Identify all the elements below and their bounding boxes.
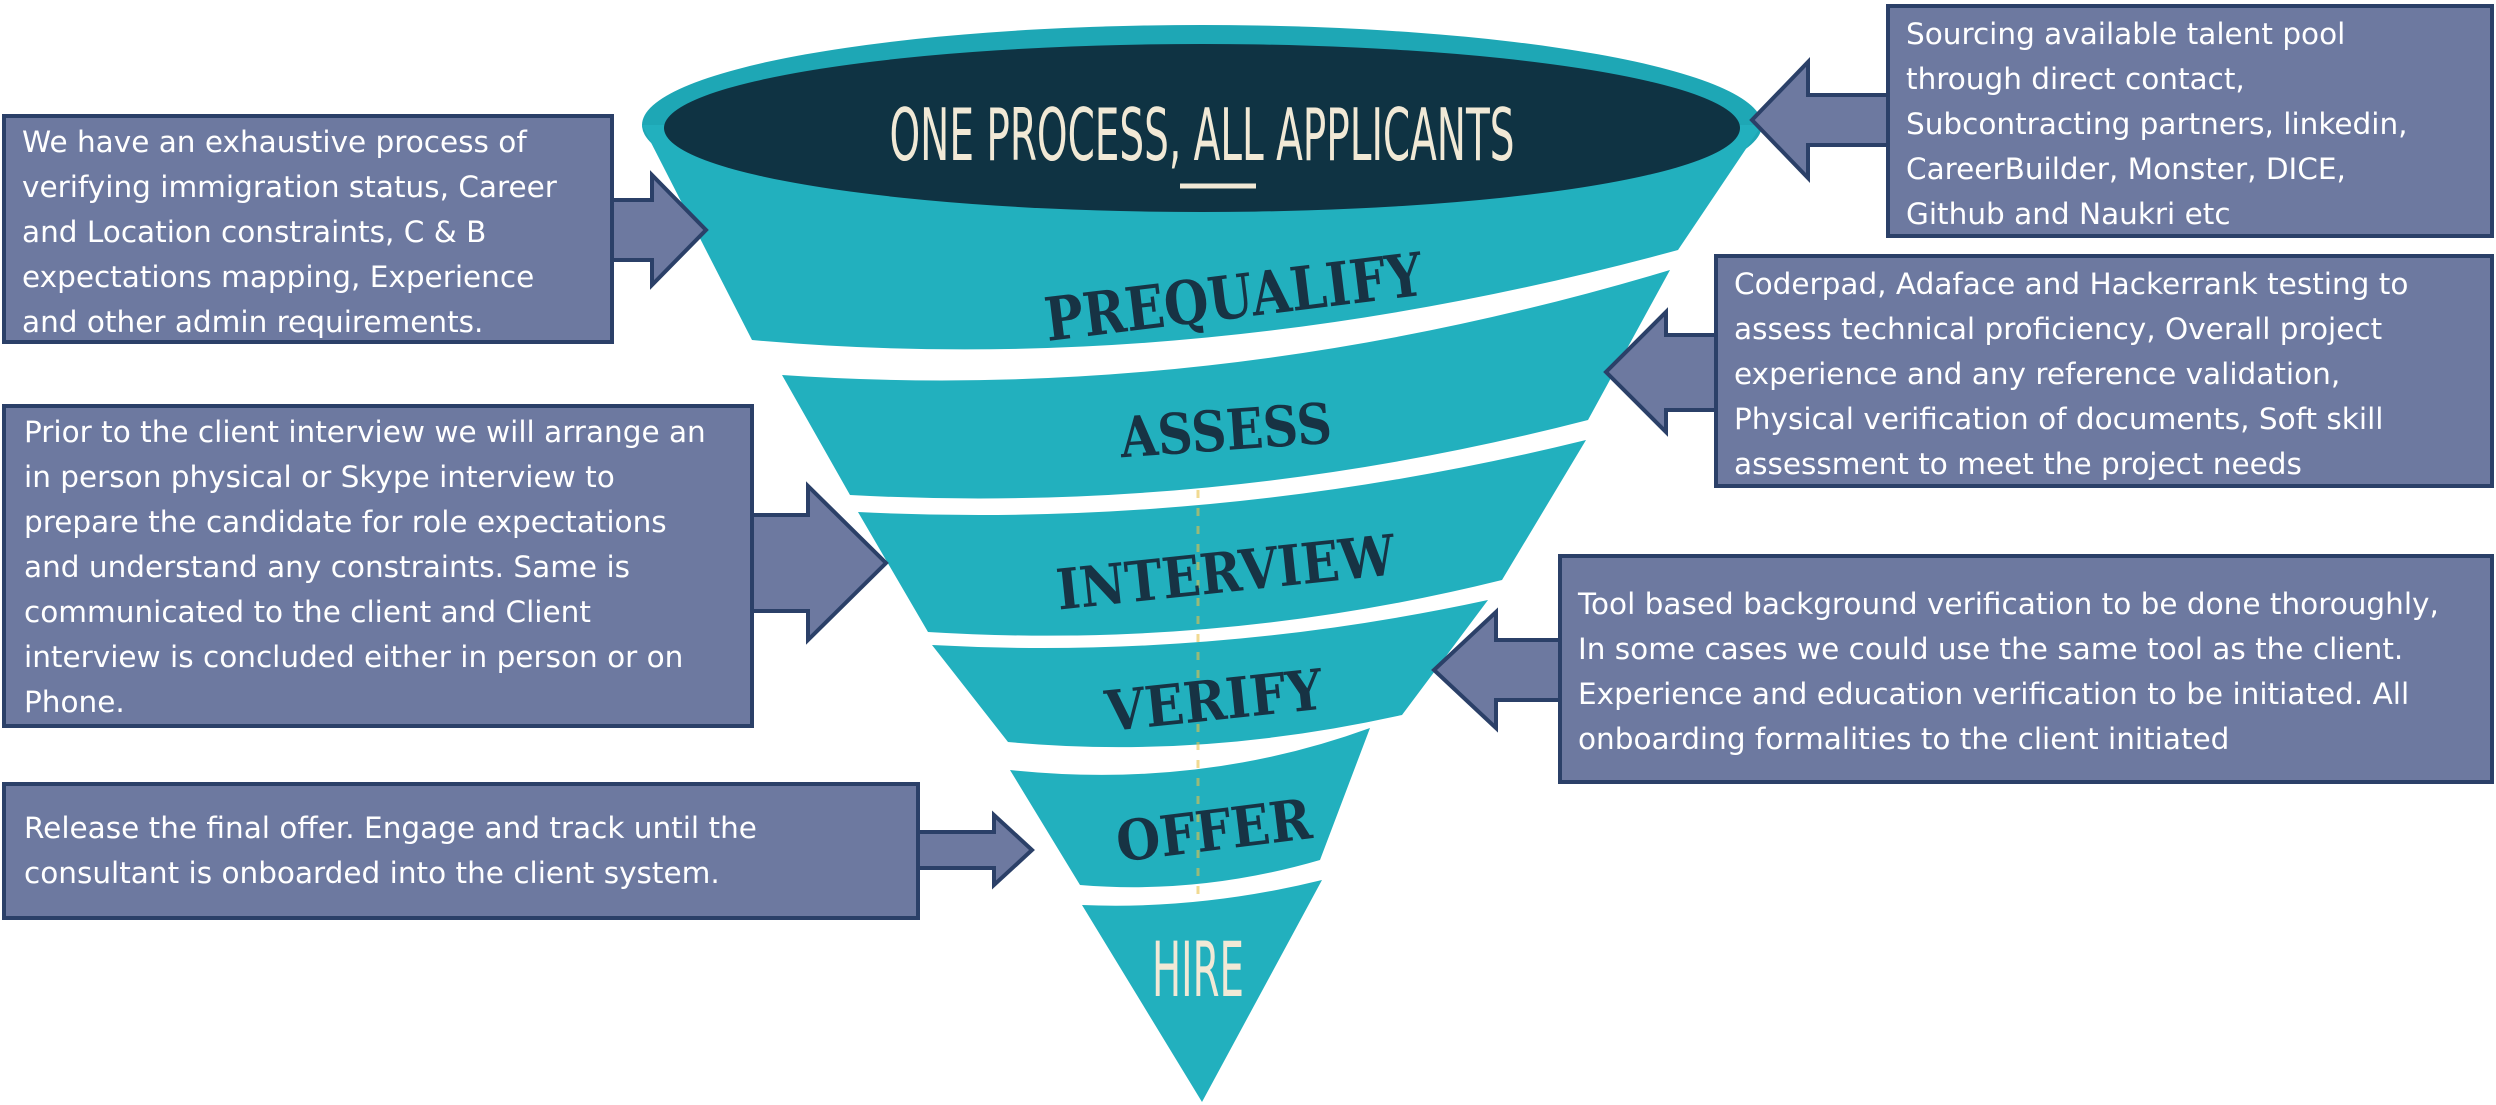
callout-line: expectations mapping, Experience [22, 260, 535, 294]
stage-label-assess: ASSESS [1117, 391, 1334, 472]
callout-line: Prior to the client interview we will ar… [24, 415, 706, 449]
callout-line: Tool based background verification to be… [1578, 587, 2439, 621]
arrow-sourcing [1749, 57, 1890, 183]
callout-line: and other admin requirements. [22, 305, 484, 339]
callout-box-assess [1714, 254, 2494, 488]
arrow-interview [750, 481, 889, 645]
funnel-band-hire [1082, 880, 1322, 1102]
arrow-assess [1603, 307, 1718, 437]
callout-text-sourcing: Sourcing available talent pool through d… [1906, 12, 2408, 237]
callout-line: through direct contact, [1906, 62, 2245, 96]
callout-line: Coderpad, Adaface and Hackerrank testing… [1734, 267, 2409, 301]
funnel-band-interview [858, 440, 1586, 636]
funnel [642, 25, 1762, 1102]
callout-line: Github and Naukri etc [1906, 197, 2231, 231]
callout-line: in person physical or Skype interview to [24, 460, 615, 494]
callout-line: In some cases we could use the same tool… [1578, 632, 2404, 666]
callout-text-interview: Prior to the client interview we will ar… [24, 410, 706, 725]
callout-line: and understand any constraints. Same is [24, 550, 631, 584]
callout-line: assessment to meet the project needs [1734, 447, 2302, 481]
callout-line: experience and any reference validation, [1734, 357, 2341, 391]
callout-text-verify: Tool based background verification to be… [1578, 582, 2439, 762]
callout-line: consultant is onboarded into the client … [24, 856, 720, 890]
arrow-offer [916, 810, 1035, 890]
callout-line: and Location constraints, C & B [22, 215, 487, 249]
callout-text-assess: Coderpad, Adaface and Hackerrank testing… [1734, 262, 2408, 487]
callout-box-interview [2, 404, 754, 728]
stage-label-hire: HIRE [1152, 925, 1244, 1014]
callout-line: Release the final offer. Engage and trac… [24, 811, 757, 845]
callout-line: verifying immigration status, Career [22, 170, 557, 204]
callout-line: prepare the candidate for role expectati… [24, 505, 667, 539]
callout-box-offer [2, 782, 920, 920]
funnel-title-part-3: APPLICANTS [1264, 93, 1515, 177]
funnel-band-assess [782, 270, 1670, 499]
funnel-title-part-2: ALL [1194, 93, 1264, 177]
callout-text-prequalify: We have an exhaustive process of verifyi… [22, 120, 557, 345]
funnel-title: ONE PROCESS, ALL APPLICANTS [890, 93, 1515, 189]
funnel-band-offer [1010, 728, 1370, 888]
funnel-title-part-1: ONE PROCESS, [890, 93, 1194, 177]
callout-line: CareerBuilder, Monster, DICE, [1906, 152, 2346, 186]
callout-line: interview is concluded either in person … [24, 640, 684, 674]
arrow-prequalify [610, 170, 709, 290]
callout-box-sourcing [1886, 4, 2494, 238]
callout-line: onboarding formalities to the client ini… [1578, 722, 2230, 756]
svg-text:ONE PROCESS, ALL APPLICANTS: ONE PROCESS, ALL APPLICANTS [890, 93, 1515, 177]
callout-line: Physical verification of documents, Soft… [1734, 402, 2384, 436]
callout-line: Experience and education verification to… [1578, 677, 2410, 711]
callout-line: Sourcing available talent pool [1906, 17, 2346, 51]
funnel-band-verify [932, 600, 1488, 748]
funnel-top [664, 44, 1740, 212]
arrow-verify [1431, 607, 1562, 733]
callout-line: Phone. [24, 685, 125, 719]
callout-line: Subcontracting partners, linkedin, [1906, 107, 2408, 141]
callout-line: communicated to the client and Client [24, 595, 591, 629]
callout-text-offer: Release the final offer. Engage and trac… [24, 806, 757, 896]
callout-line: assess technical proficiency, Overall pr… [1734, 312, 2383, 346]
callout-line: We have an exhaustive process of [22, 125, 527, 159]
